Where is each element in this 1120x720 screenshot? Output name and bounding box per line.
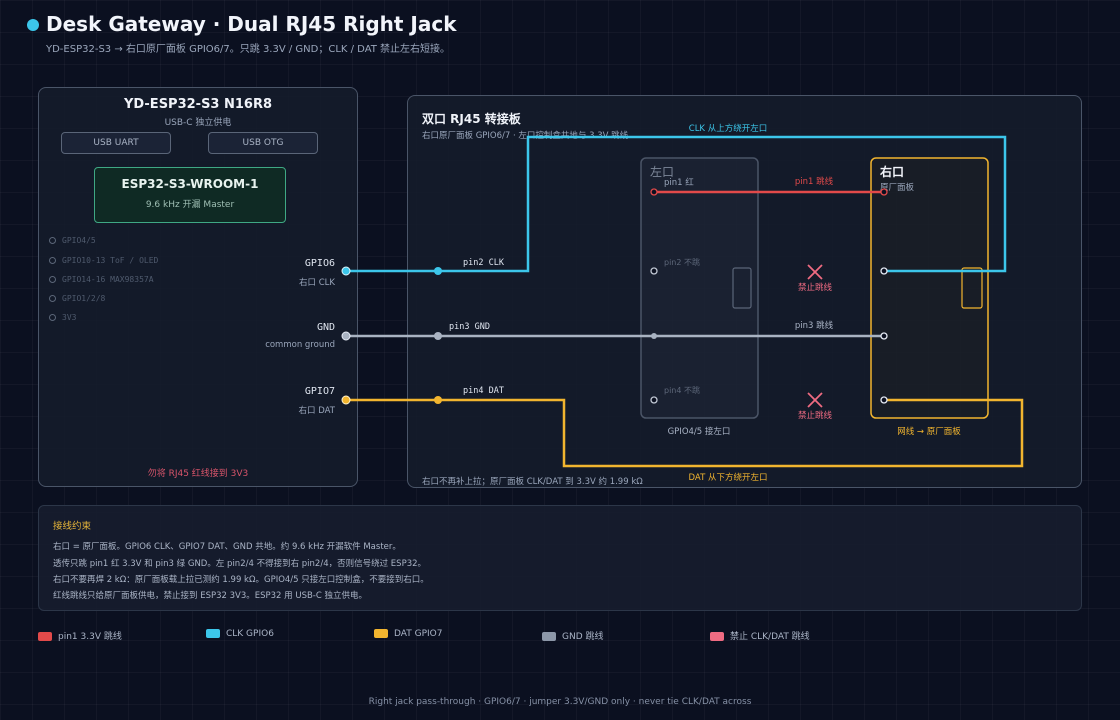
left-pin2-label: pin2 不跳 xyxy=(664,257,700,267)
unused-pin-row: 3V3 xyxy=(49,313,76,322)
forbid-label-clk: 禁止跳线 xyxy=(798,282,833,293)
gpio6-sublabel: 右口 CLK xyxy=(299,278,335,288)
clk-route-label: CLK 从上方绕开左口 xyxy=(689,123,767,134)
gpio7-sublabel: 右口 DAT xyxy=(298,406,335,416)
right-port-subtitle: 原厂面板 xyxy=(880,182,915,193)
module-title: ESP32-S3-WROOM-1 xyxy=(121,177,259,191)
unused-pin-row: GPIO1/2/8 xyxy=(49,294,105,303)
gpio6-label: GPIO6 xyxy=(304,258,335,269)
pin3-jumper-label: pin3 跳线 xyxy=(795,320,834,331)
pin-dot-icon xyxy=(49,257,56,264)
unused-pin-row: GPIO10-13 ToF / OLED xyxy=(49,256,158,265)
mcu-panel: YD-ESP32-S3 N16R8 USB-C 独立供电 USB UART US… xyxy=(38,87,358,487)
legend-swatch xyxy=(206,629,220,638)
board-gnd-pad xyxy=(434,332,442,340)
forbid-cross-icon xyxy=(807,264,823,280)
forbid-cross-icon xyxy=(807,392,823,408)
constraints-title: 接线约束 xyxy=(53,521,92,532)
pin3-gnd-label: pin3 GND xyxy=(449,322,490,332)
warning-note: 勿将 RJ45 红线接到 3V3 xyxy=(147,469,249,479)
title-status-dot xyxy=(27,19,39,31)
usb-otg-port: USB OTG xyxy=(208,132,318,154)
dat-wire xyxy=(346,398,1024,468)
clk-wire xyxy=(346,135,1007,273)
footer-note: Right jack pass-through · GPIO6/7 · jump… xyxy=(368,697,752,707)
left-port-latch xyxy=(732,267,752,309)
page-subtitle: YD-ESP32-S3 → 右口原厂面板 GPIO6/7。只跳 3.3V / G… xyxy=(46,44,451,55)
forbid-label-dat: 禁止跳线 xyxy=(798,410,833,421)
right-port-caption: 网线 → 原厂面板 xyxy=(897,426,961,437)
module-subtitle: 9.6 kHz 开漏 Master xyxy=(145,200,235,210)
constraint-line: 右口 = 原厂面板。GPIO6 CLK、GPIO7 DAT、GND 共地。约 9… xyxy=(53,542,401,552)
left-port-title: 左口 xyxy=(650,164,674,179)
pin-dot-icon xyxy=(49,314,56,321)
board-dat-pad xyxy=(434,396,442,404)
left-pin1-label: pin1 红 xyxy=(664,177,694,188)
right-port-title: 右口 xyxy=(879,164,904,179)
pin-dot-icon xyxy=(49,295,56,302)
legend-swatch xyxy=(542,632,556,641)
pin-dot-icon xyxy=(49,237,56,244)
constraint-line: 红线跳线只给原厂面板供电，禁止接到 ESP32 3V3。ESP32 用 USB-… xyxy=(53,591,368,601)
legend-item-dat: DAT GPIO7 xyxy=(374,629,442,639)
left-pin3-dot xyxy=(651,333,657,339)
adapter-board-panel: 双口 RJ45 转接板 右口原厂面板 GPIO6/7 · 左口控制盒共地与 3.… xyxy=(407,95,1082,488)
gpio6-pin-dot xyxy=(341,266,351,276)
board-clk-pad xyxy=(434,267,442,275)
left-pin4-label: pin4 不跳 xyxy=(664,385,700,395)
legend-swatch xyxy=(710,632,724,641)
pin1-jumper-label: pin1 跳线 xyxy=(795,176,834,187)
gpio7-label: GPIO7 xyxy=(304,386,335,397)
left-port-caption: GPIO4/5 接左口 xyxy=(668,426,731,437)
right-port-box xyxy=(870,157,989,419)
constraints-panel: 接线约束 右口 = 原厂面板。GPIO6 CLK、GPIO7 DAT、GND 共… xyxy=(38,505,1082,611)
legend-item-gnd: GND 跳线 xyxy=(542,629,604,642)
unused-pin-row: GPIO4/5 xyxy=(49,236,96,245)
constraint-line: 透传只跳 pin1 红 3.3V 和 pin3 绿 GND。左 pin2/4 不… xyxy=(53,559,427,569)
right-pin4-dot xyxy=(880,396,888,404)
left-port-box xyxy=(640,157,759,419)
mcu-title: YD-ESP32-S3 N16R8 xyxy=(123,97,273,112)
wroom-module: ESP32-S3-WROOM-1 9.6 kHz 开漏 Master xyxy=(94,167,286,223)
left-pin1-dot xyxy=(650,188,658,196)
constraint-line: 右口不要再焊 2 kΩ：原厂面板载上拉已测约 1.99 kΩ。GPIO4/5 只… xyxy=(53,575,429,585)
board-subtitle: 右口原厂面板 GPIO6/7 · 左口控制盒共地与 3.3V 跳线 xyxy=(422,131,629,141)
gnd-pin-dot xyxy=(341,331,351,341)
usb-uart-port: USB UART xyxy=(61,132,171,154)
left-pin4-dot xyxy=(650,396,658,404)
unused-pin-row: GPIO14-16 MAX98357A xyxy=(49,275,154,284)
pin-dot-icon xyxy=(49,276,56,283)
gpio7-pin-dot xyxy=(341,395,351,405)
legend-item-forbid: 禁止 CLK/DAT 跳线 xyxy=(710,629,810,642)
legend-item-pin1: pin1 3.3V 跳线 xyxy=(38,629,122,642)
pin2-clk-label: pin2 CLK xyxy=(463,258,505,268)
right-pin3-dot xyxy=(880,332,888,340)
gnd-sublabel: common ground xyxy=(265,340,335,350)
board-note: 右口不再补上拉；原厂面板 CLK/DAT 到 3.3V 约 1.99 kΩ xyxy=(422,477,643,487)
right-pin1-dot xyxy=(880,188,888,196)
board-title: 双口 RJ45 转接板 xyxy=(422,112,521,126)
legend-item-clk: CLK GPIO6 xyxy=(206,629,274,639)
dat-route-label: DAT 从下方绕开左口 xyxy=(689,472,768,483)
mcu-subtitle: USB-C 独立供电 xyxy=(164,118,232,128)
pin4-dat-label: pin4 DAT xyxy=(463,386,504,396)
left-pin2-dot xyxy=(650,267,658,275)
right-pin2-dot xyxy=(880,267,888,275)
right-port-latch xyxy=(961,267,983,309)
page-title: Desk Gateway · Dual RJ45 Right Jack xyxy=(46,12,457,36)
legend-swatch xyxy=(38,632,52,641)
gnd-label: GND xyxy=(316,322,335,333)
legend-swatch xyxy=(374,629,388,638)
